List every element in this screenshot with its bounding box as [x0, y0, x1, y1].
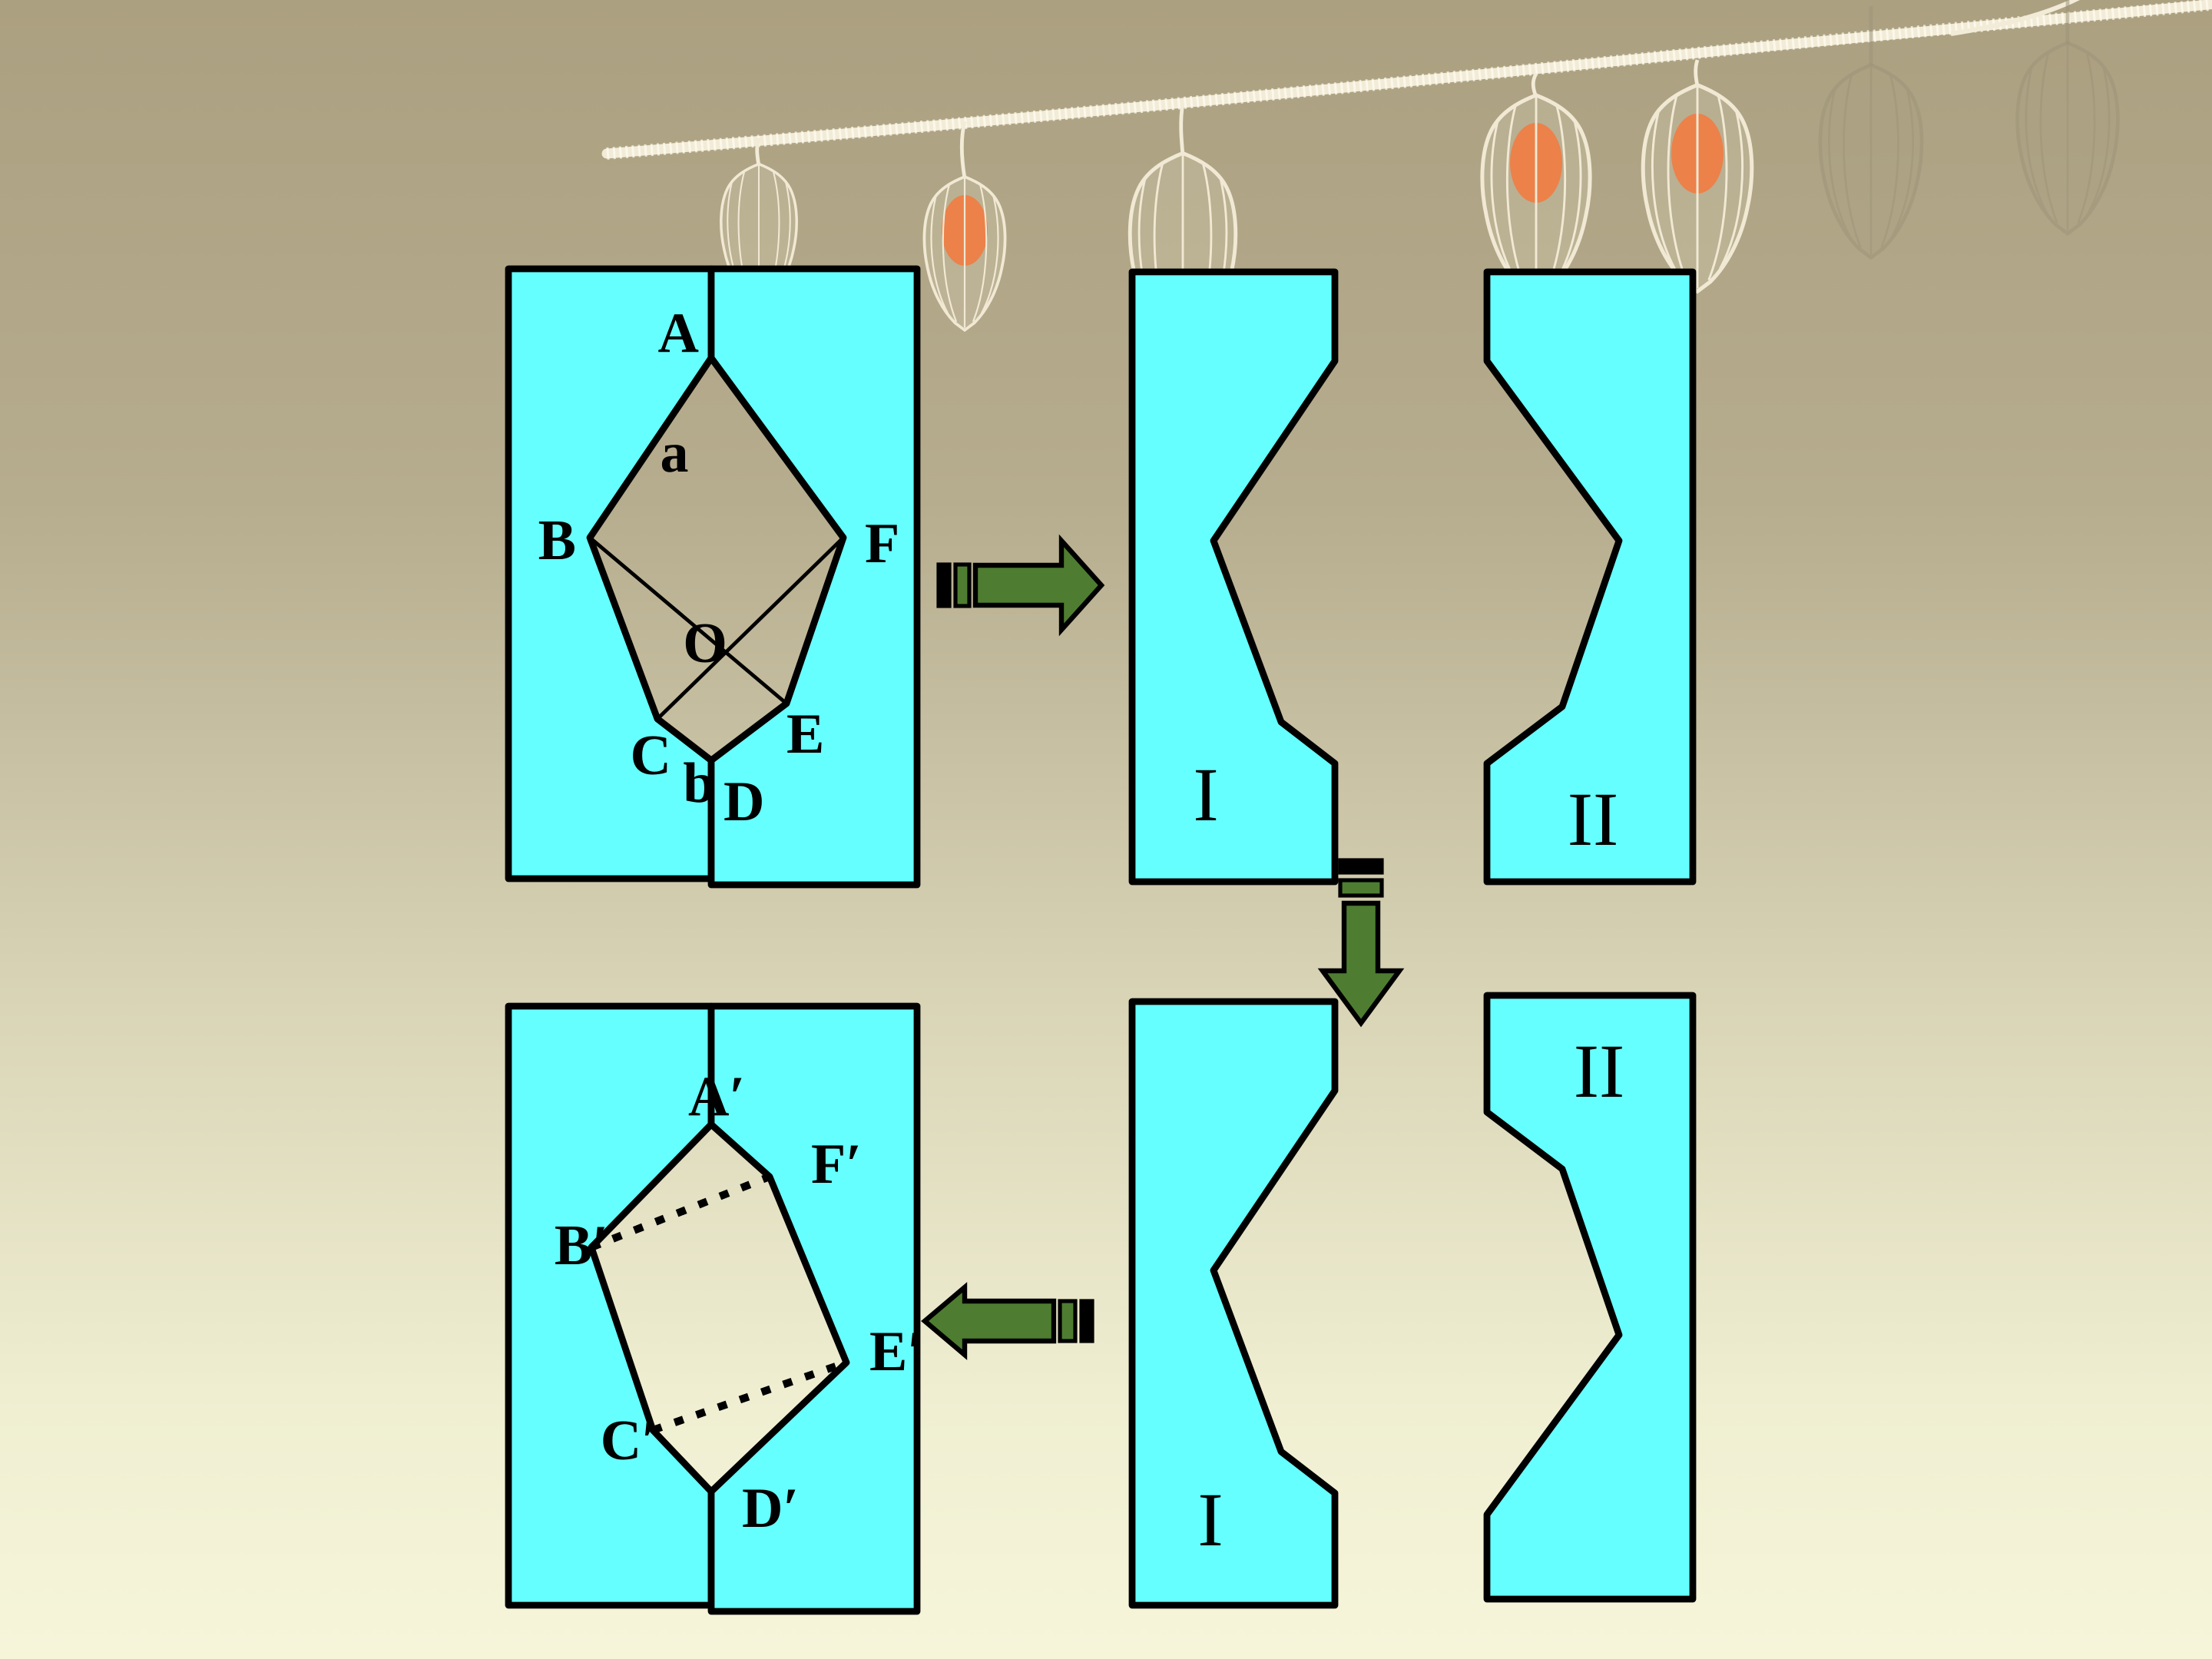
piece-i-shape [1128, 268, 1339, 886]
vertex-label-f-prime: F′ [811, 1133, 862, 1196]
physalis-branch-decoration [601, 0, 2212, 354]
striped-left-arrow-icon [921, 1282, 1094, 1360]
region-label-a-lower: a [661, 422, 689, 485]
arrow-stripe [1058, 1299, 1078, 1343]
arrow-cap-stripe [1079, 1299, 1094, 1343]
physalis-lantern [922, 175, 1007, 332]
piece-ii-label: II [1568, 777, 1619, 862]
arrow-stripe [953, 562, 972, 608]
lantern-stem [1179, 102, 1185, 156]
piece-ii-shape [1483, 268, 1697, 886]
piece-i-label: I [1197, 1477, 1223, 1562]
branch-twig [1950, 0, 2080, 36]
arrow-shaft-head [972, 534, 1105, 637]
piece-ii-label: II [1574, 1028, 1625, 1114]
vertex-label-c-prime: C′ [601, 1409, 657, 1472]
vertex-label-a-prime: A′ [688, 1065, 745, 1128]
vertex-label-d-prime: D′ [742, 1477, 799, 1540]
arrow-cap-stripe [1338, 858, 1384, 875]
vertex-label-b: B [538, 509, 576, 572]
vertex-label-e: E [786, 703, 824, 766]
lantern-stem [1694, 59, 1700, 87]
figure-unfolded-hexagon: A′ F′ B′ E′ C′ D′ [505, 1002, 923, 1615]
dotted-line-b-f [590, 1173, 771, 1251]
vertex-label-c: C [631, 724, 671, 787]
vertex-label-e-prime: E′ [869, 1320, 923, 1383]
figure-folded-paper: A a B F O C b E D [505, 265, 921, 889]
region-label-b-lower: b [683, 752, 714, 815]
striped-down-arrow-icon [1317, 858, 1405, 1028]
arrow-shaft-head [921, 1282, 1057, 1360]
piece-i-label: I [1193, 752, 1218, 837]
arrow-shaft-head [1317, 900, 1405, 1028]
lantern-stem [755, 137, 761, 167]
piece-ii-shape [1483, 992, 1697, 1603]
diagonal-line-c-f [656, 536, 845, 720]
vertex-label-b-prime: B′ [555, 1214, 608, 1277]
paper-right-sheet [707, 1002, 921, 1615]
vertex-label-a: A [658, 302, 699, 365]
striped-right-arrow-icon [936, 534, 1105, 637]
piece-i-shape [1128, 998, 1339, 1609]
lantern-stem [959, 121, 967, 179]
figure-pieces-rearranged: I II [1128, 992, 1697, 1609]
paper-right-sheet [707, 265, 921, 889]
diagonal-line-b-e [588, 536, 788, 705]
vertex-label-o: O [683, 612, 727, 675]
arrow-stripe [1338, 878, 1384, 898]
figure-pieces-separated: I II [1128, 268, 1697, 886]
vertex-label-f: F [865, 512, 899, 575]
physalis-lantern [1482, 95, 1590, 300]
physalis-lantern [1643, 85, 1752, 292]
vertex-label-d: D [724, 770, 764, 833]
arrow-cap-stripe [936, 562, 952, 608]
